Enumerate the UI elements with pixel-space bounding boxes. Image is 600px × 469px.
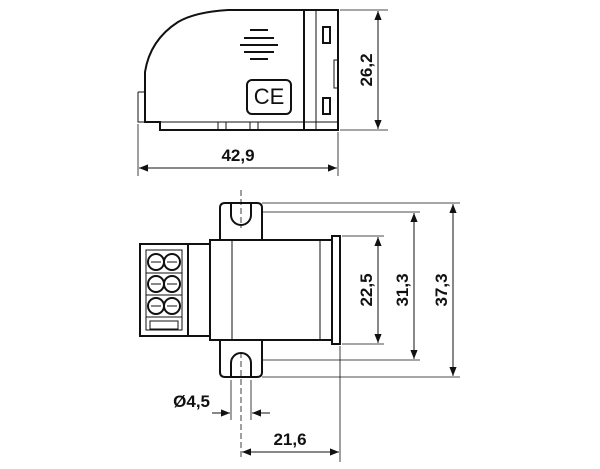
side-dimensions: 26,2 42,9 — [137, 9, 388, 176]
main-body — [209, 239, 333, 341]
screw-terminal — [163, 275, 181, 293]
screw-terminals — [146, 253, 182, 330]
dim-hole-diameter: Ø4,5 — [173, 392, 210, 411]
dim-side-height: 26,2 — [357, 53, 376, 86]
dim-side-width: 42,9 — [221, 146, 254, 165]
top-dimensions: 22,5 31,3 37,3 Ø4,5 21,6 — [173, 202, 460, 462]
front-plate — [331, 235, 341, 345]
screw-terminal — [163, 297, 181, 315]
ce-mark-box — [246, 79, 292, 115]
dim-total-height: 37,3 — [432, 273, 451, 306]
dim-mid-height: 31,3 — [393, 273, 412, 306]
terminal-block-inner — [145, 249, 183, 331]
vent-slots — [240, 29, 278, 60]
dim-bottom-width: 21,6 — [273, 430, 306, 449]
front-clip-top — [322, 26, 331, 44]
front-clip-bottom — [322, 97, 331, 115]
screw-terminal — [163, 253, 181, 271]
ce-mark: CE — [254, 84, 285, 109]
upper-mounting-slot — [230, 203, 252, 226]
terminal-block — [139, 243, 189, 337]
lower-mounting-tab — [219, 340, 263, 378]
top-view — [139, 190, 341, 460]
front-rail-tab — [333, 59, 339, 89]
dim-inner-height: 22,5 — [357, 273, 376, 306]
side-view-housing-outline — [144, 9, 339, 131]
bottom-latch — [217, 121, 259, 130]
side-view: CE — [137, 9, 339, 131]
side-view-rear-edge — [137, 91, 160, 123]
